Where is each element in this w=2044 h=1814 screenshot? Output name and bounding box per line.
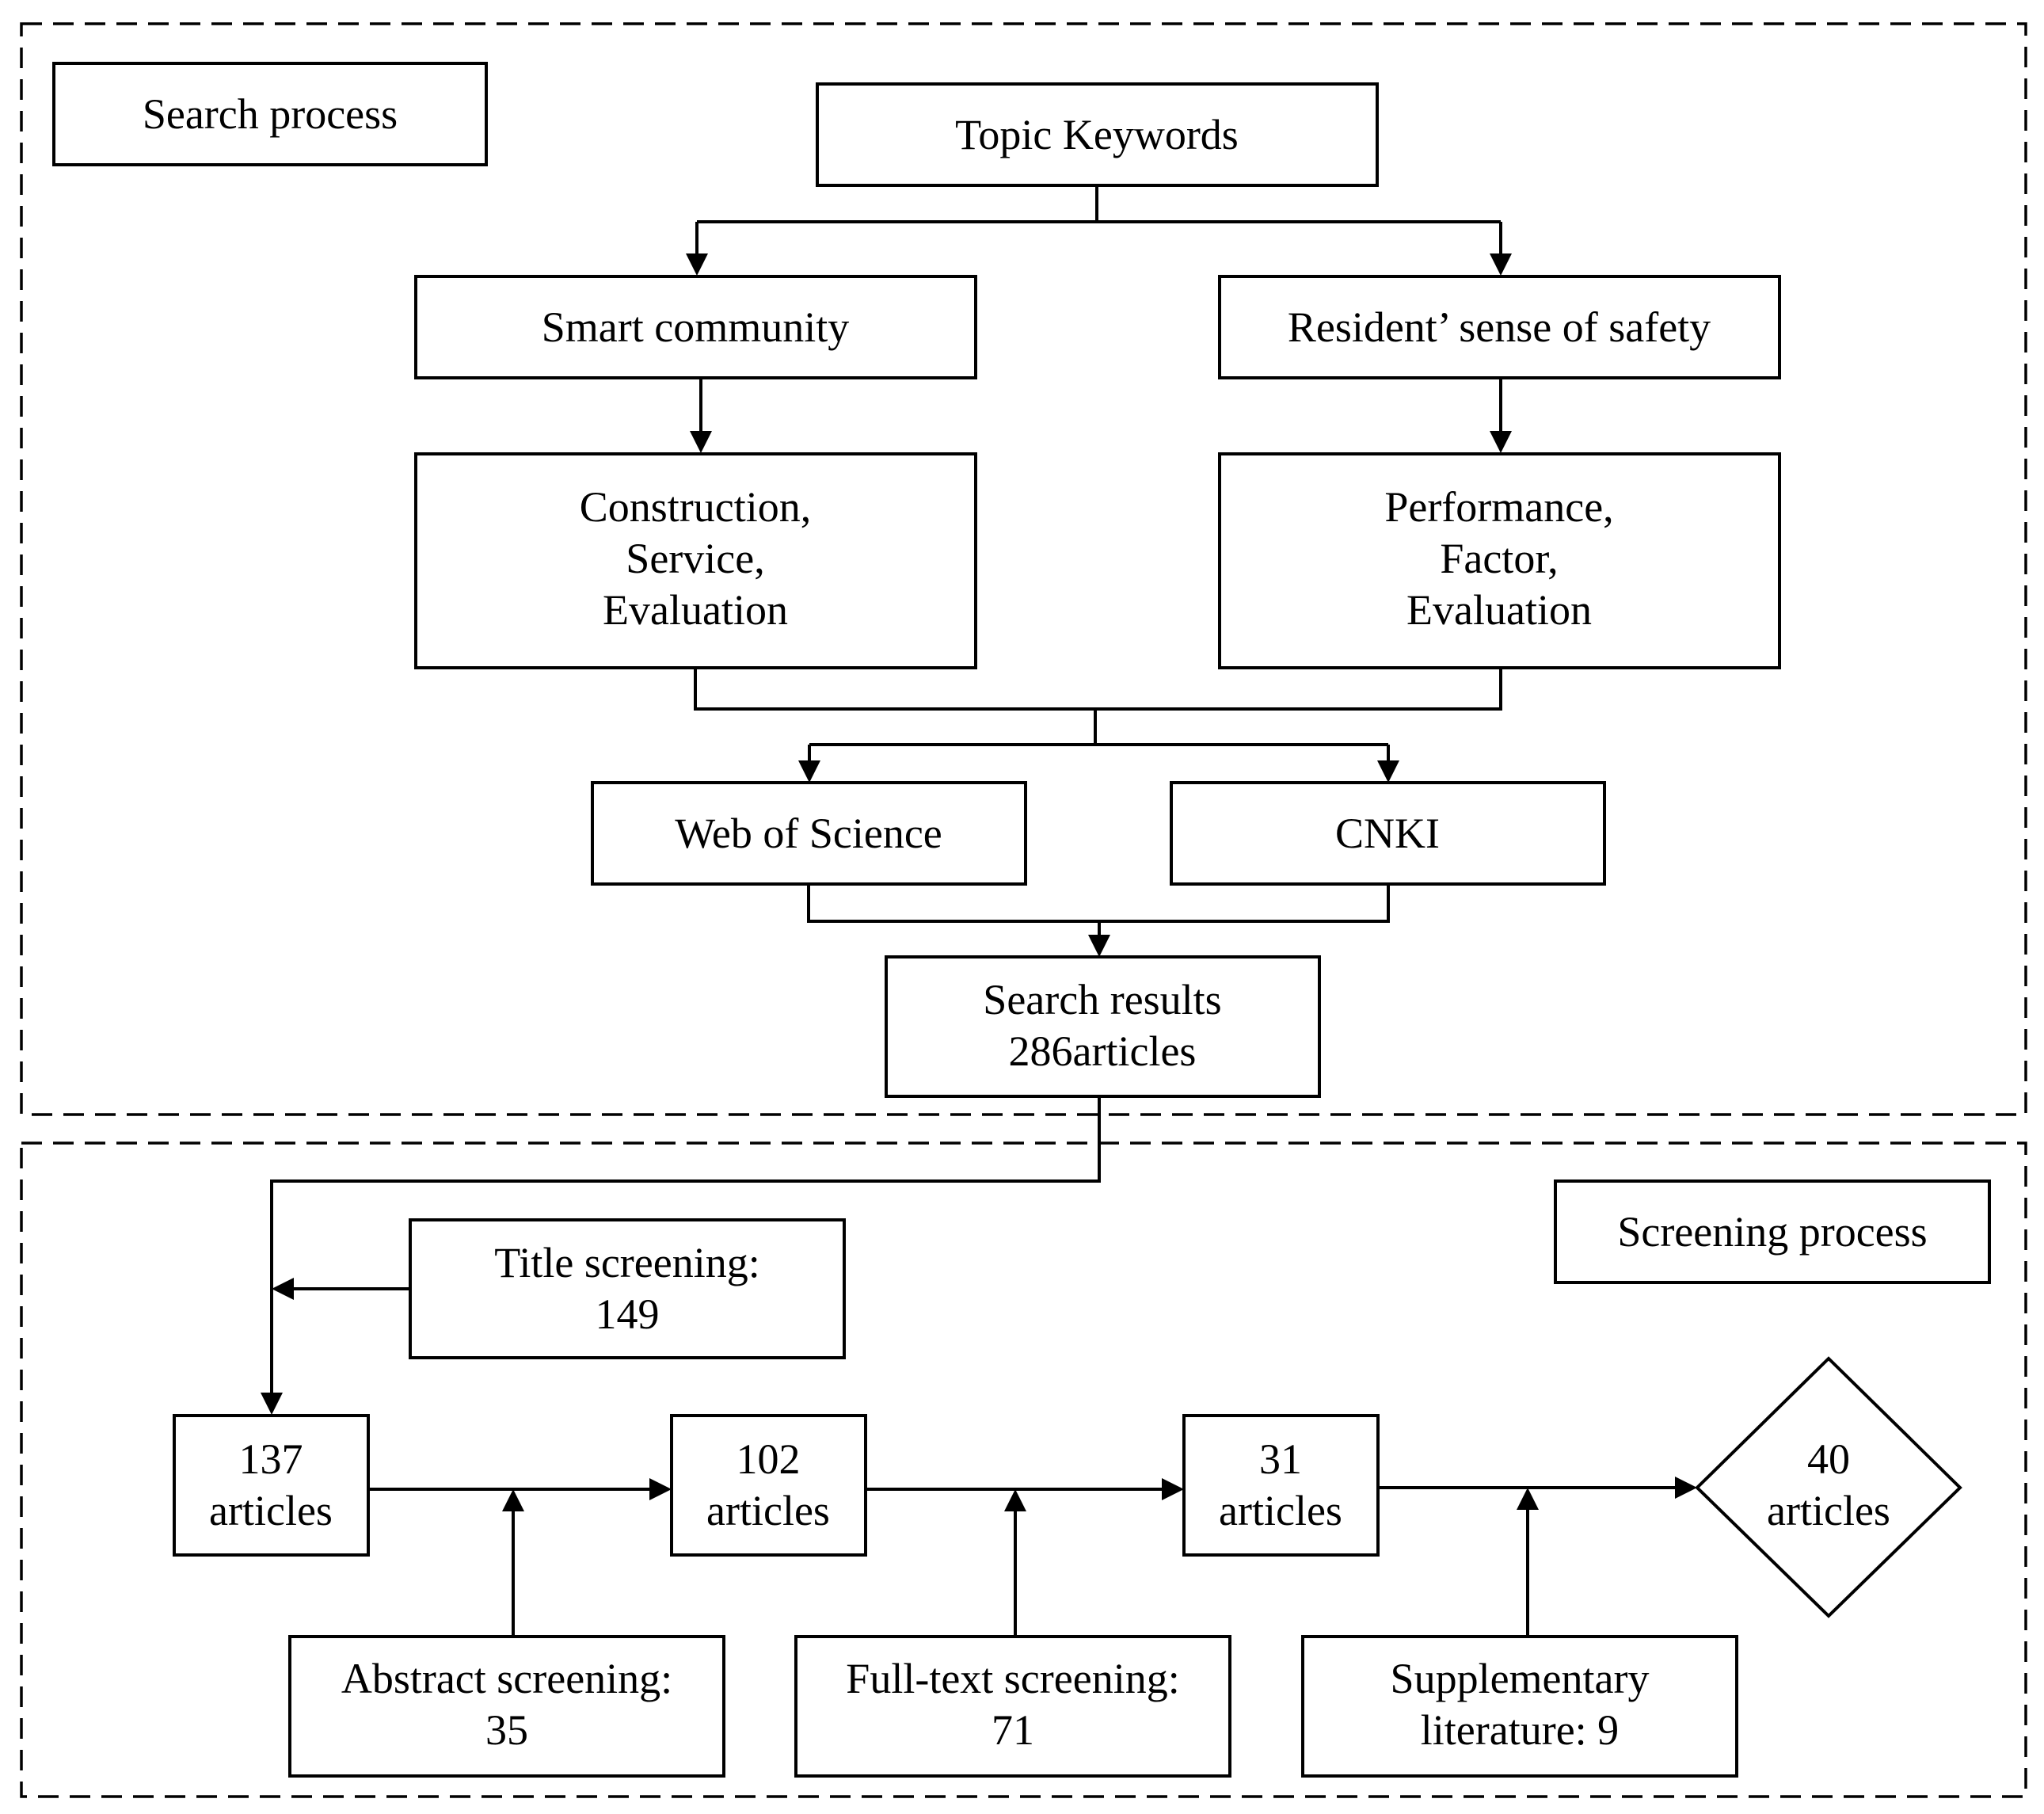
topic-split-connector [695, 185, 1502, 255]
arrow-to-right-terms [1490, 431, 1512, 453]
arrow-to-stage1 [261, 1393, 283, 1415]
arrow-abstract-screening [502, 1489, 524, 1511]
db-merge-connector [807, 884, 1390, 936]
fulltext-screening-line-2: 71 [992, 1706, 1034, 1754]
screening-process-frame [20, 1141, 2027, 1798]
stage1-box [173, 1414, 370, 1557]
arrow-to-cnki [1377, 760, 1399, 783]
arrow-fulltext-screening [1004, 1489, 1026, 1511]
stage3-unit: articles [1219, 1487, 1342, 1534]
supplementary-line-1: Supplementary [1391, 1655, 1650, 1702]
title-screening-box [409, 1218, 846, 1359]
final-unit: articles [1767, 1487, 1890, 1534]
topic-keywords-label: Topic Keywords [955, 111, 1239, 158]
final-diamond [1695, 1356, 1962, 1618]
arrow-to-stage2 [649, 1478, 672, 1500]
stage2-count: 102 [737, 1435, 801, 1483]
smart-community-label: Smart community [542, 303, 849, 351]
right-term-2: Factor, [1440, 535, 1558, 582]
search-process-label: Search process [143, 90, 398, 138]
arrow-to-left-terms [690, 431, 712, 453]
stage2-box [670, 1414, 867, 1557]
supplementary-line-2: literature: 9 [1421, 1706, 1619, 1754]
stage2-unit: articles [706, 1487, 830, 1534]
left-term-2: Service, [626, 535, 764, 582]
search-process-frame [20, 22, 2027, 1116]
fulltext-screening-line-1: Full-text screening: [846, 1655, 1179, 1702]
arrow-to-wos [798, 760, 820, 783]
arrow-to-results [1088, 935, 1110, 957]
arrow-to-resident-safety [1490, 253, 1512, 276]
cnki-label: CNKI [1335, 810, 1440, 857]
title-screening-line-1: Title screening: [494, 1239, 759, 1286]
results-to-stage1-connector [270, 1096, 1101, 1394]
search-results-line-2: 286articles [1009, 1027, 1197, 1075]
wos-label: Web of Science [675, 810, 942, 857]
terms-merge-connector [694, 668, 1502, 762]
resident-safety-box [1218, 275, 1781, 379]
wos-box [591, 781, 1027, 886]
search-results-box [885, 955, 1321, 1098]
abstract-screening-line-1: Abstract screening: [341, 1655, 672, 1702]
right-term-1: Performance, [1384, 483, 1613, 531]
screening-process-label: Screening process [1617, 1208, 1927, 1256]
screening-process-label-box [1554, 1179, 1991, 1284]
right-term-3: Evaluation [1406, 586, 1592, 634]
stage3-count: 31 [1259, 1435, 1302, 1483]
abstract-screening-line-2: 35 [485, 1706, 528, 1754]
arrow-supplementary [1517, 1488, 1539, 1510]
search-results-line-1: Search results [983, 976, 1221, 1023]
title-screening-line-2: 149 [596, 1290, 660, 1338]
final-count: 40 [1807, 1435, 1850, 1483]
arrow-title-screening [272, 1278, 294, 1300]
fulltext-screening-box [794, 1635, 1231, 1778]
cnki-box [1170, 781, 1606, 886]
search-process-label-box [52, 62, 488, 166]
arrow-to-stage3 [1162, 1478, 1184, 1500]
left-term-3: Evaluation [603, 586, 788, 634]
abstract-screening-box [288, 1635, 725, 1778]
stage1-unit: articles [209, 1487, 333, 1534]
resident-safety-label: Resident’ sense of safety [1288, 303, 1711, 351]
stage1-count: 137 [239, 1435, 303, 1483]
supplementary-box [1301, 1635, 1738, 1778]
arrow-to-final [1675, 1477, 1697, 1499]
stage3-box [1182, 1414, 1380, 1557]
left-term-1: Construction, [580, 483, 812, 531]
smart-community-box [414, 275, 977, 379]
arrow-to-smart-community [686, 253, 708, 276]
